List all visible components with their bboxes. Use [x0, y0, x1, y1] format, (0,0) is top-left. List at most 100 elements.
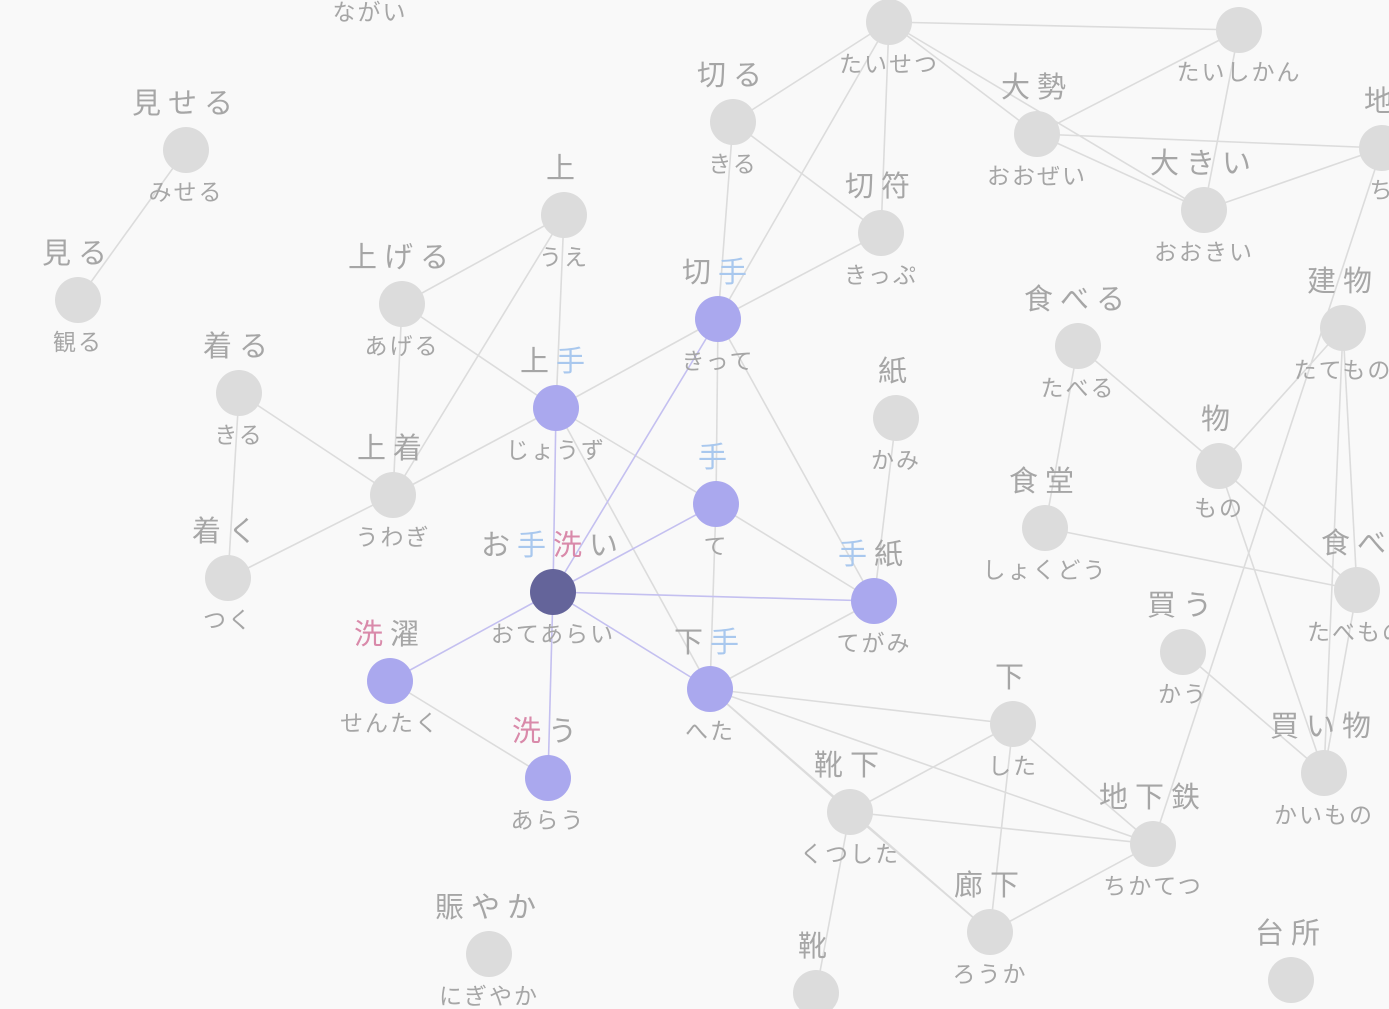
node-circle[interactable]	[990, 701, 1036, 747]
node-daidokoro[interactable]: 台所	[1255, 916, 1327, 1003]
node-circle[interactable]	[1216, 7, 1262, 53]
node-nagai[interactable]: ながい	[333, 0, 408, 26]
node-taisetsu[interactable]: たいせつ	[839, 0, 939, 78]
node-word-label: 物	[1201, 402, 1237, 436]
node-mono[interactable]: 物もの	[1194, 402, 1244, 522]
node-circle[interactable]	[827, 789, 873, 835]
node-circle[interactable]	[205, 555, 251, 601]
edge-shokudou-tabemono	[1044, 527, 1358, 591]
node-word-label: 切る	[697, 58, 769, 92]
node-taishikan[interactable]: たいしかん	[1177, 7, 1302, 86]
node-circle[interactable]	[793, 970, 839, 1009]
node-circle[interactable]	[1359, 125, 1389, 171]
node-reading-label: おおぜい	[987, 164, 1087, 190]
node-circle[interactable]	[1055, 323, 1101, 369]
node-circle[interactable]	[1181, 187, 1227, 233]
node-circle[interactable]	[687, 666, 733, 712]
node-circle[interactable]	[1160, 629, 1206, 675]
node-circle[interactable]	[1301, 750, 1347, 796]
edge-ookii-chi	[1203, 147, 1383, 211]
node-circle[interactable]	[1268, 957, 1314, 1003]
edge-kutsushita-chikatetsu	[849, 811, 1154, 845]
node-circle[interactable]	[370, 472, 416, 518]
edge-otearai-tegami	[552, 591, 875, 602]
node-circle[interactable]	[216, 370, 262, 416]
node-circle[interactable]	[1130, 821, 1176, 867]
node-circle[interactable]	[367, 658, 413, 704]
node-reading-label: ちかてつ	[1103, 874, 1203, 900]
node-reading-label: くつした	[800, 842, 900, 868]
node-circle[interactable]	[695, 296, 741, 342]
node-circle[interactable]	[866, 0, 912, 45]
node-word-label: 手	[698, 440, 734, 474]
edge-mono-tatemono	[1218, 327, 1344, 467]
node-circle[interactable]	[466, 931, 512, 977]
node-word-label: 廊下	[954, 868, 1026, 902]
edge-miseru-miru	[77, 149, 187, 301]
node-circle[interactable]	[55, 277, 101, 323]
node-circle[interactable]	[1320, 305, 1366, 351]
node-circle[interactable]	[541, 192, 587, 238]
node-word-label: 着く	[192, 514, 264, 548]
node-reading-label: かいもの	[1274, 803, 1374, 829]
node-word-label: 見せる	[132, 86, 240, 120]
node-circle[interactable]	[851, 578, 897, 624]
node-circle[interactable]	[163, 127, 209, 173]
node-reading-label: ながい	[333, 0, 408, 26]
node-circle[interactable]	[533, 385, 579, 431]
node-circle[interactable]	[1022, 505, 1068, 551]
node-te[interactable]: 手て	[693, 440, 739, 560]
node-kami[interactable]: 紙かみ	[871, 354, 921, 474]
edge-kiru_wear-tsuku	[227, 392, 240, 579]
node-tabemono[interactable]: 食べたべもの	[1307, 526, 1389, 646]
node-circle[interactable]	[530, 569, 576, 615]
node-circle[interactable]	[858, 210, 904, 256]
node-reading-label: かう	[1158, 682, 1208, 708]
node-circle[interactable]	[525, 755, 571, 801]
node-circle[interactable]	[1334, 567, 1380, 613]
node-chi[interactable]: 地ち	[1359, 84, 1389, 204]
node-kutsu[interactable]: 靴	[793, 929, 839, 1009]
node-ue[interactable]: 上うえ	[539, 151, 589, 271]
node-word-label: 台所	[1255, 916, 1327, 950]
edge-ookii-taishikan	[1203, 29, 1240, 211]
node-circle[interactable]	[1014, 111, 1060, 157]
node-circle[interactable]	[1196, 443, 1242, 489]
node-circle[interactable]	[693, 481, 739, 527]
node-circle[interactable]	[873, 395, 919, 441]
node-word-label: 食べる	[1024, 282, 1132, 316]
node-circle[interactable]	[967, 909, 1013, 955]
node-shita[interactable]: 下した	[988, 660, 1038, 780]
node-circle[interactable]	[710, 99, 756, 145]
node-word-label: 上	[546, 151, 582, 185]
node-circle[interactable]	[379, 281, 425, 327]
edge-sentaku-arau	[389, 680, 549, 779]
